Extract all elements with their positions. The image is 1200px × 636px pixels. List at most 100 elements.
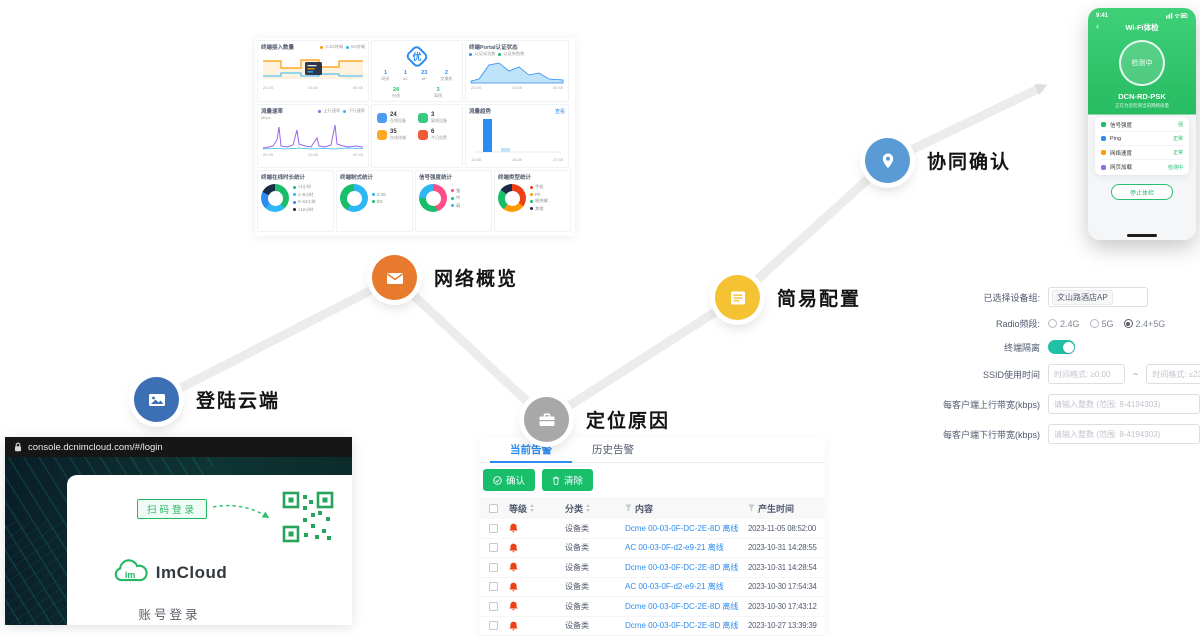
scan-arrow-icon [211,502,275,526]
row-checkbox[interactable] [489,582,498,591]
legend-dot [320,46,323,49]
sort-icon[interactable] [586,504,590,512]
alarm-row[interactable]: 设备类 Dcme 00-03-0F-DC-2E-8D 离线 2023-11-05… [480,519,825,539]
status-icons [1166,12,1188,19]
alarm-bell-icon [509,582,518,592]
legend-dot [343,110,346,113]
row-checkbox[interactable] [489,543,498,552]
column-content: 内容 [635,502,653,515]
x-tick: 23:45 [308,152,318,157]
alarm-content-link[interactable]: Dcme 00-03-0F-DC-2E-8D 离线 [625,523,738,534]
select-all-checkbox[interactable] [489,504,498,513]
radio-option-5g[interactable]: 5G [1090,319,1114,329]
radio-circle-selected[interactable] [1124,319,1133,328]
ssid-time-from-input[interactable] [1048,364,1125,384]
stat-icon [418,113,428,123]
stop-detect-button[interactable]: 停止体检 [1111,184,1173,200]
alarm-category: 设备类 [565,523,589,534]
scan-login-button[interactable]: 扫码登录 [137,499,207,519]
back-icon[interactable]: ‹ [1096,21,1099,31]
alarm-category: 设备类 [565,581,589,592]
browser-address-bar[interactable]: console.dcnimcloud.com/#/login [5,437,352,457]
status-time: 9:41 [1096,13,1108,19]
radio-band-options: 2.4G 5G 2.4+5G [1048,319,1165,329]
legend-label: 认证失败数 [503,51,524,57]
card-portal-auth: 终端Portal认证状态 认证成功数 认证失败数 22:45 23:45 00:… [465,40,569,102]
column-category[interactable]: 分类 [565,502,583,515]
alarm-bell-icon [509,523,518,533]
detect-item-value: 正常 [1173,135,1183,142]
ssid-time-to-input[interactable] [1146,364,1200,384]
step-collab-confirm: 协同确认 [865,138,1011,183]
mail-icon [372,255,417,300]
x-axis-ticks: 22:45 23:45 00:45 [261,152,365,157]
phone-page-title: Wi-Fi体检 [1125,23,1158,32]
detect-item: Ping 正常 [1101,132,1183,146]
clear-button[interactable]: 清除 [542,469,593,491]
x-axis-ticks: 10:45 16:45 22:45 [469,157,565,162]
downlink-bandwidth-input[interactable] [1048,424,1200,444]
detect-item-label: 网页加载 [1110,163,1132,171]
device-group-tag[interactable]: 文山路酒店AP [1052,290,1113,305]
column-level[interactable]: 等级 [509,502,527,515]
card-title: 终端制式统计 [340,173,409,181]
radio-option-2-4g[interactable]: 2.4G [1048,319,1080,329]
device-group-input[interactable]: 文山路酒店AP [1048,287,1148,307]
donut-chart [498,184,526,212]
stat-icon [377,113,387,123]
filter-icon[interactable] [748,504,755,512]
row-checkbox[interactable] [489,621,498,630]
sort-icon[interactable] [530,504,534,512]
x-tick: 00:45 [353,152,363,157]
alarm-content-link[interactable]: Dcme 00-03-0F-DC-2E-8D 离线 [625,620,738,631]
row-checkbox[interactable] [489,563,498,572]
ssid-name: DCN-RD-PSK [1118,92,1166,101]
table-header: 等级 分类 内容 产生时间 [480,497,825,519]
login-background: 扫码登录 [5,457,352,625]
row-checkbox[interactable] [489,602,498,611]
detect-item-value: 正常 [1173,149,1183,156]
range-tilde: ~ [1133,369,1138,379]
alarm-content-link[interactable]: Dcme 00-03-0F-DC-2E-8D 离线 [625,601,738,612]
alarm-row[interactable]: 设备类 Dcme 00-03-0F-DC-2E-8D 离线 2023-10-30… [480,597,825,617]
alarm-toolbar: 确认 清除 [480,463,825,497]
downlink-row: 每客户端下行带宽(kbps) [930,424,1200,444]
detect-item: 信号强度 强 [1101,118,1183,132]
x-tick: 22:45 [553,157,563,162]
radio-circle[interactable] [1048,319,1057,328]
filter-icon[interactable] [625,504,632,512]
x-axis-ticks: 22:45 23:45 00:45 [469,85,565,90]
confirm-button[interactable]: 确认 [483,469,535,491]
alarm-row[interactable]: 设备类 AC 00-03-0F-d2-e9-21 离线 2023-10-30 1… [480,578,825,598]
alarm-content-link[interactable]: AC 00-03-0F-d2-e9-21 离线 [625,542,724,553]
qr-code[interactable] [282,491,334,543]
uplink-bandwidth-input[interactable] [1048,394,1200,414]
detect-item-value: 强 [1178,121,1183,128]
radio-circle[interactable] [1090,319,1099,328]
webpage-icon [1101,165,1106,170]
alarm-content-link[interactable]: Dcme 00-03-0F-DC-2E-8D 离线 [625,562,738,573]
detect-item-label: Ping [1110,136,1121,142]
alarm-panel-screenshot: 当前告警 历史告警 确认 清除 等级 分类 内容 产生时间 设备类 Dcme 0… [480,437,825,636]
alarm-row[interactable]: 设备类 AC 00-03-0F-d2-e9-21 离线 2023-10-31 1… [480,539,825,559]
radio-option-2-4-plus-5g[interactable]: 2.4+5G [1124,319,1166,329]
alarm-content-link[interactable]: AC 00-03-0F-d2-e9-21 离线 [625,581,724,592]
step-locate-cause: 定位原因 [524,397,670,442]
isolation-toggle[interactable] [1048,340,1075,354]
isolation-row: 终端隔离 [930,340,1200,354]
view-link[interactable]: 查看 [555,108,565,115]
card-title: 终端Portal认证状态 [469,43,518,51]
alarm-time: 2023-10-31 14:28:55 [748,543,817,552]
row-checkbox[interactable] [489,524,498,533]
alarm-row[interactable]: 设备类 Dcme 00-03-0F-DC-2E-8D 离线 2023-10-27… [480,617,825,636]
config-form-screenshot: 已选择设备组: 文山路酒店AP Radio频段: 2.4G 5G 2.4+5G … [930,287,1200,454]
alarm-row[interactable]: 设备类 Dcme 00-03-0F-DC-2E-8D 离线 2023-10-31… [480,558,825,578]
donut-chart [340,184,368,212]
